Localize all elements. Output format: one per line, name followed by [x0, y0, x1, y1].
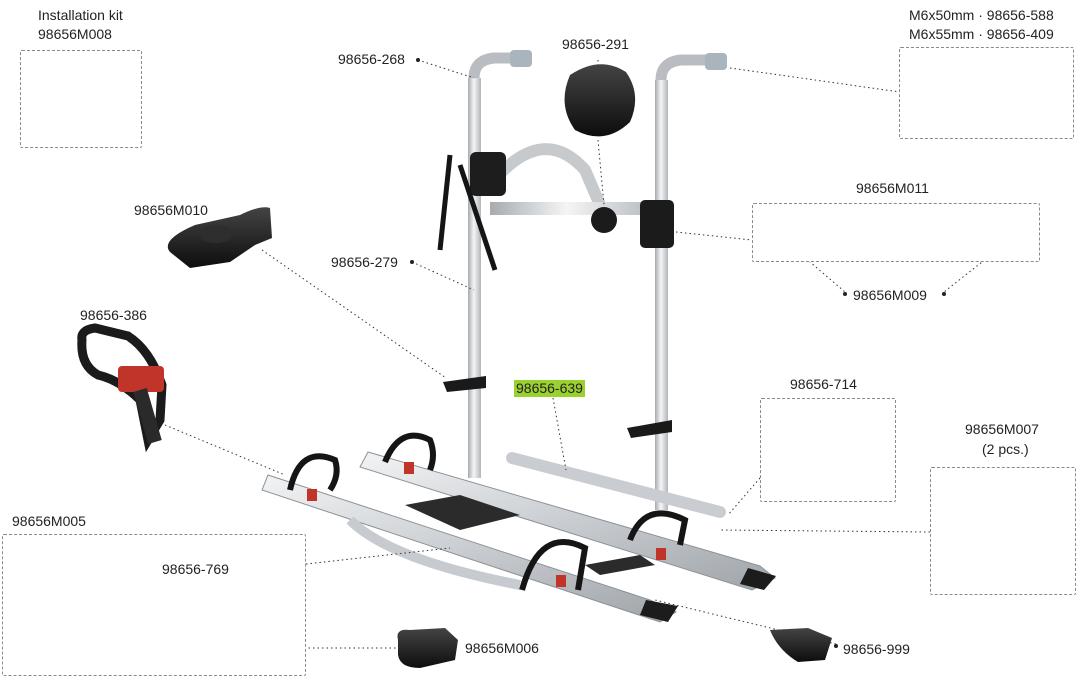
label-98656-386: 98656-386	[80, 307, 147, 323]
label-98656-291: 98656-291	[562, 36, 629, 52]
end-caps-frame	[760, 398, 896, 502]
end-plug-m006-icon	[397, 628, 458, 668]
installation-kit-title: Installation kit	[38, 7, 123, 23]
label-98656-279: 98656-279	[331, 254, 398, 270]
label-98656M010: 98656M010	[134, 202, 208, 218]
lower-bracket-frame	[2, 534, 306, 676]
end-cap-999-icon	[770, 628, 832, 662]
label-98656-639-highlighted: 98656-639	[514, 380, 585, 397]
label-98656M011: 98656M011	[856, 180, 929, 196]
fixing-kit-frame	[899, 47, 1074, 139]
arm-clamp-icon	[470, 152, 506, 196]
rack-frame	[437, 50, 727, 518]
label-98656M005: 98656M005	[12, 513, 86, 529]
leader-lines	[139, 58, 1021, 649]
top-cap-left-icon	[510, 50, 532, 67]
installation-kit-code: 98656M008	[38, 26, 112, 42]
strap-386-icon	[77, 323, 167, 453]
label-98656-714: 98656-714	[790, 376, 857, 392]
mudguard-frame	[930, 467, 1076, 595]
knob-icon	[564, 64, 636, 137]
wheel-rails	[261, 432, 776, 623]
label-98656-769: 98656-769	[162, 561, 229, 577]
label-98656M009: 98656M009	[853, 287, 927, 303]
label-98656M006: 98656M006	[465, 640, 539, 656]
label-98656-999: 98656-999	[843, 641, 910, 657]
installation-kit-frame	[20, 50, 142, 148]
top-cap-right-icon	[705, 53, 727, 70]
label-screw-m6x55: M6x55mm · 98656-409	[909, 26, 1054, 42]
label-screw-m6x50: M6x50mm · 98656-588	[909, 7, 1054, 23]
label-98656M007: 98656M007	[965, 421, 1039, 437]
label-98656-268: 98656-268	[338, 51, 405, 67]
crossbar-frame	[752, 203, 1040, 262]
label-98656M007-qty: (2 pcs.)	[982, 441, 1029, 457]
